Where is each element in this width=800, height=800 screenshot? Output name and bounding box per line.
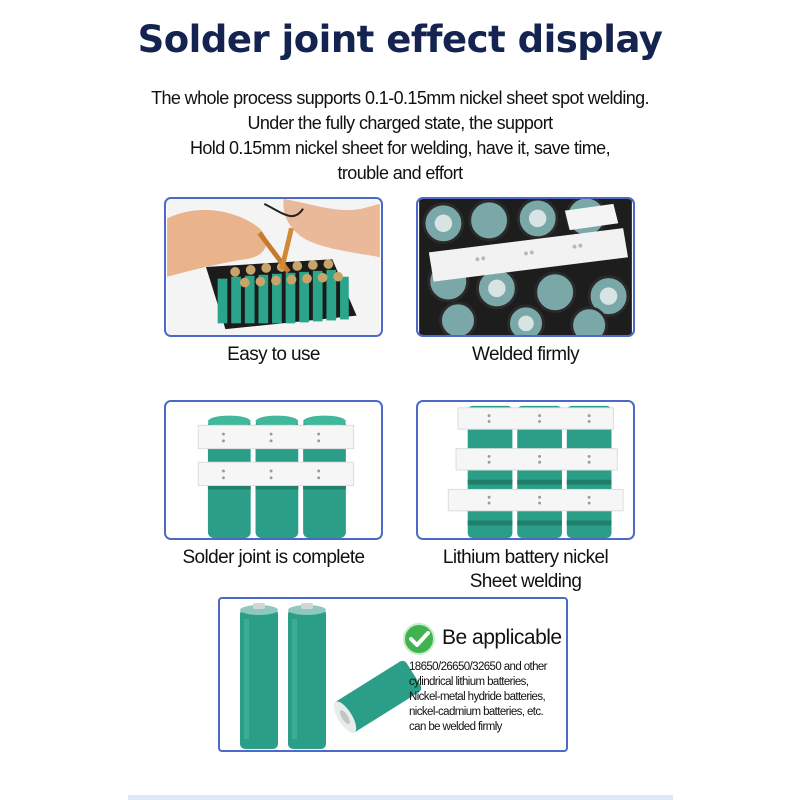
applicable-description: 18650/26650/32650 and other cylindrical … — [409, 660, 548, 735]
subtitle-line: Hold 0.15mm nickel sheet for welding, ha… — [189, 138, 611, 158]
photo-solder-joint-complete — [164, 400, 383, 540]
subtitle-line: trouble and effort — [337, 163, 464, 183]
battery-pack-hands-image — [167, 199, 380, 335]
applicable-line: 18650/26650/32650 and other — [409, 661, 548, 673]
subtitle-line: The whole process supports 0.1-0.15mm ni… — [151, 88, 649, 108]
check-circle-icon — [403, 623, 435, 655]
welded-nickel-closeup-image — [419, 199, 632, 335]
nickel-sheet-welding-image — [419, 402, 632, 538]
battery-solder-joint-image — [167, 402, 380, 538]
photo-easy-to-use — [164, 197, 383, 337]
applicable-line: Nickel-metal hydride batteries, — [409, 691, 546, 703]
caption-welded-firmly: Welded firmly — [472, 344, 580, 365]
photo-welded-firmly — [416, 197, 635, 337]
caption-easy-to-use: Easy to use — [227, 344, 320, 365]
page-subtitle: The whole process supports 0.1-0.15mm ni… — [0, 86, 800, 186]
applicable-line: can be welded firmly — [409, 721, 502, 733]
caption-nickel-sheet-welding: Lithium battery nickel Sheet welding — [416, 546, 635, 594]
footer-strip — [128, 795, 673, 800]
caption-line: Lithium battery nickel — [442, 547, 609, 568]
caption-solder-joint-complete: Solder joint is complete — [182, 547, 365, 568]
applicable-line: nickel-cadmium batteries, etc. — [409, 706, 544, 718]
applicable-line: cylindrical lithium batteries, — [409, 676, 529, 688]
photo-nickel-sheet-welding — [416, 400, 635, 540]
caption-line: Sheet welding — [469, 571, 582, 592]
applicable-title: Be applicable — [442, 626, 562, 649]
applicable-panel — [218, 597, 568, 752]
page-title: Solder joint effect display — [137, 18, 663, 61]
subtitle-line: Under the fully charged state, the suppo… — [247, 113, 554, 133]
lithium-cells-image — [240, 603, 422, 749]
